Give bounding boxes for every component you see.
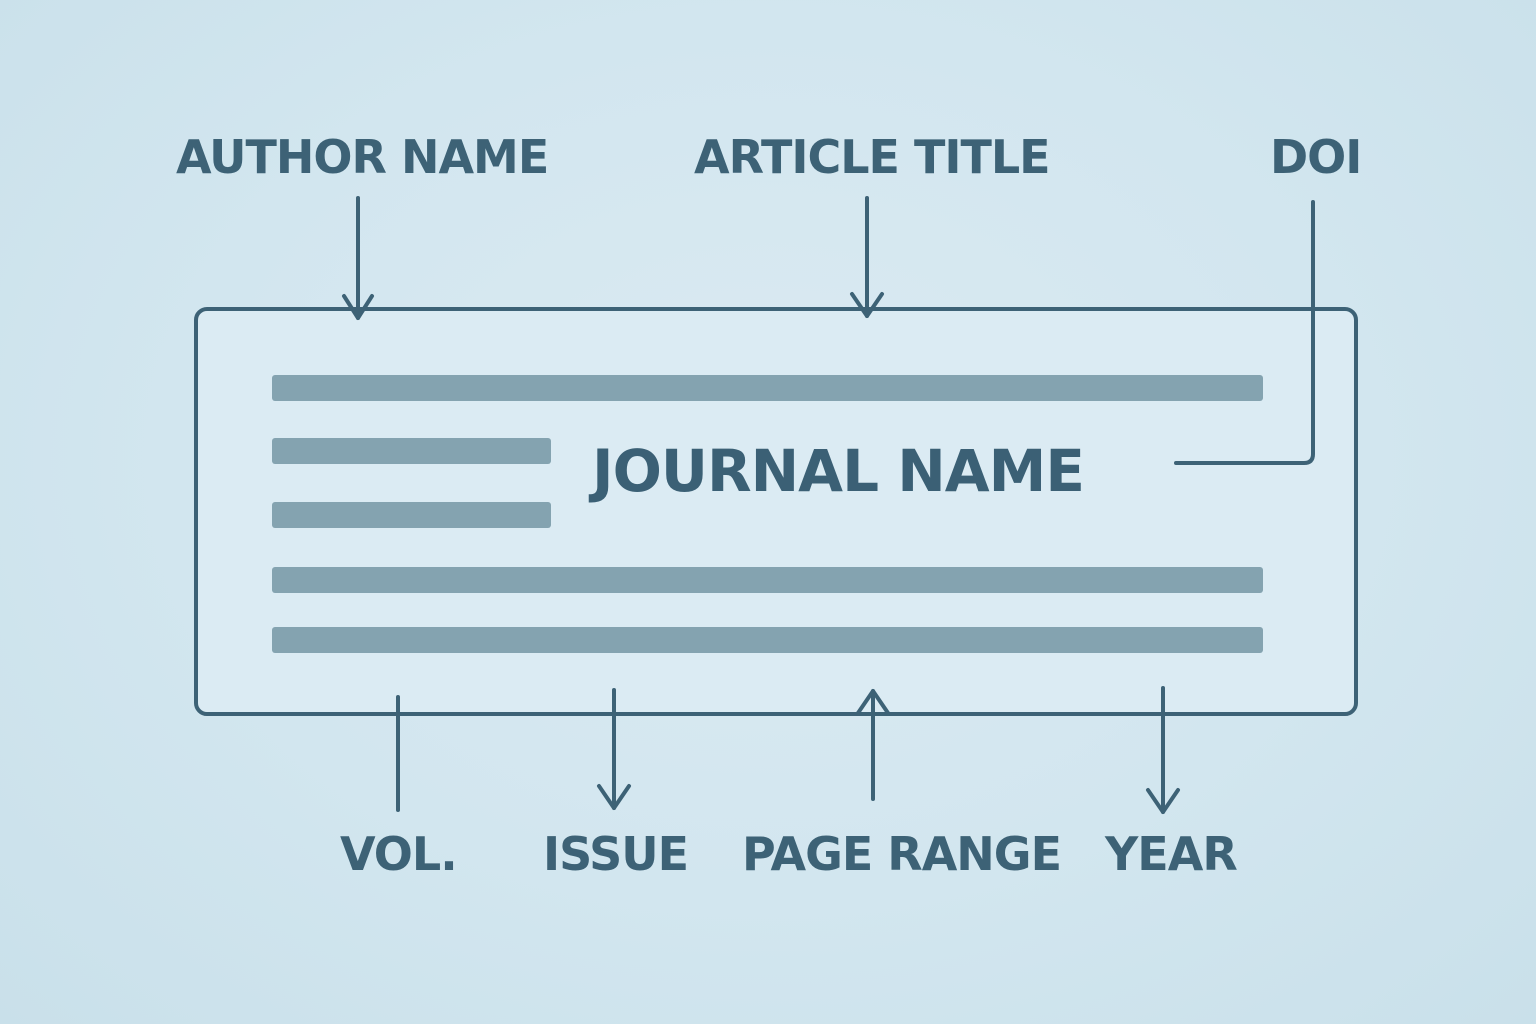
issue-label: ISSUE [543, 827, 689, 881]
placeholder-line-1 [272, 375, 1263, 401]
arrow-icon [597, 688, 631, 810]
article-title-label: ARTICLE TITLE [694, 130, 1051, 184]
arrow-icon [856, 689, 890, 801]
placeholder-line-2 [272, 438, 551, 464]
doi-label: DOI [1270, 130, 1362, 184]
page-range-label: PAGE RANGE [742, 827, 1062, 881]
doi-connector [1174, 200, 1315, 465]
citation-card [194, 307, 1358, 716]
year-label: YEAR [1105, 827, 1238, 881]
arrow-icon [342, 196, 374, 320]
placeholder-line-5 [272, 627, 1263, 653]
placeholder-line-3 [272, 502, 551, 528]
author-name-label: AUTHOR NAME [176, 130, 549, 184]
arrow-icon [850, 196, 884, 318]
journal-name-label: JOURNAL NAME [592, 437, 1085, 505]
volume-label: VOL. [340, 827, 458, 881]
arrow-icon [1146, 686, 1180, 814]
placeholder-line-4 [272, 567, 1263, 593]
